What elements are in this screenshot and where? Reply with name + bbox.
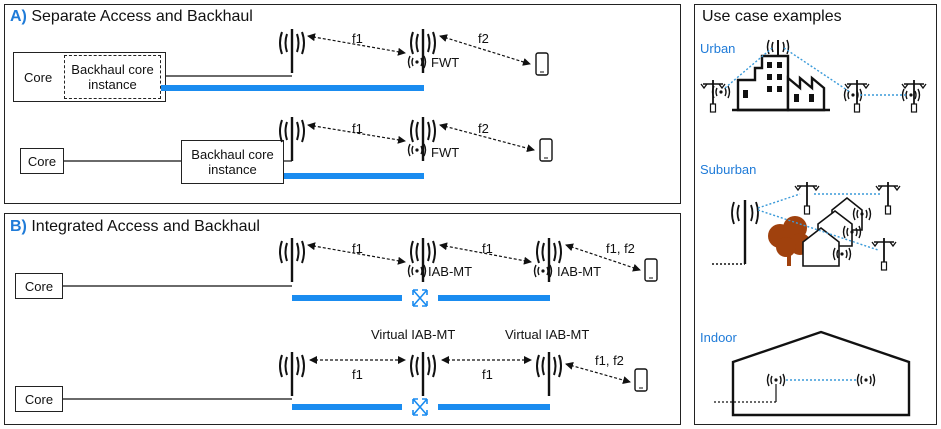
mast-fwt-a2 [409,115,437,163]
suburban-mast-icon [712,200,759,265]
backhaul-core-box-a1: Backhaul core instance [64,55,161,99]
mast-b2a [278,350,306,398]
core-box-b2: Core [15,386,63,412]
phone-b2 [634,368,648,392]
f2-arrow-a2 [439,122,535,153]
panel-b-title-text: Integrated Access and Backhaul [31,218,260,235]
virtual-iab-mt-label-1: Virtual IAB-MT [371,327,456,342]
f1-arrow-b1a [307,242,406,265]
use-case-suburban: Suburban [700,162,757,177]
mast-fwt-a1 [409,27,437,75]
f1-arrow-b1b [439,242,532,265]
switch-icon-b2 [412,398,428,416]
mast-a1 [278,27,306,75]
mast-b1b [409,236,437,284]
f1-arrow-a1 [307,33,406,56]
virtual-iab-mt-label-2: Virtual IAB-MT [505,327,590,342]
urban-small-antenna-1 [711,85,731,99]
phone-b1 [644,258,658,282]
indoor-house-outline [731,330,911,417]
f1-arrow-a2 [307,122,406,144]
backhaul-core-line1: Backhaul core [71,62,154,77]
f1f2-arrow-b2 [565,362,631,384]
mast-b2c [535,350,563,398]
f1-label-b2a: f1 [352,367,363,382]
urban-antenna-icon [766,39,790,56]
core-box-b1: Core [15,273,63,299]
core-box-a2: Core [20,148,64,174]
f1-label-b2b: f1 [482,367,493,382]
mast-b1c [535,236,563,284]
panel-a-title-text: Separate Access and Backhaul [31,8,253,25]
suburban-lamp-2 [875,181,901,215]
backhaul-core-line2: instance [88,77,137,92]
tree-icon [768,216,811,266]
panel-a-title: A) Separate Access and Backhaul [10,8,253,26]
use-case-urban: Urban [700,41,736,56]
urban-buildings-icon [732,54,830,112]
phone-a2 [539,138,553,162]
f1f2-arrow-b1 [565,243,641,272]
backhaul-core-line1: Backhaul core [191,147,274,162]
urban-links [724,47,906,96]
suburban-lamp-1 [794,181,820,215]
iab-mt-label-1: IAB-MT [428,264,473,279]
backhaul-core-box-a2: Backhaul core instance [181,140,284,184]
backhaul-core-line2: instance [208,162,257,177]
mast-b1a [278,236,306,284]
indoor-antenna-2 [856,373,876,387]
use-case-indoor: Indoor [700,330,737,345]
panel-use-cases [694,4,937,425]
panel-a-letter: A) [10,8,27,25]
houses-icon [802,196,863,267]
suburban-lamp-3 [871,237,897,271]
panel-c-title: Use case examples [702,8,842,25]
mast-a2 [278,115,306,163]
phone-a1 [535,52,549,76]
switch-icon-b1 [412,289,428,307]
f2-arrow-a1 [439,34,531,66]
suburban-links [757,193,880,251]
panel-b-letter: B) [10,218,27,235]
mast-b2b [409,350,437,398]
panel-b-title: B) Integrated Access and Backhaul [10,218,260,236]
